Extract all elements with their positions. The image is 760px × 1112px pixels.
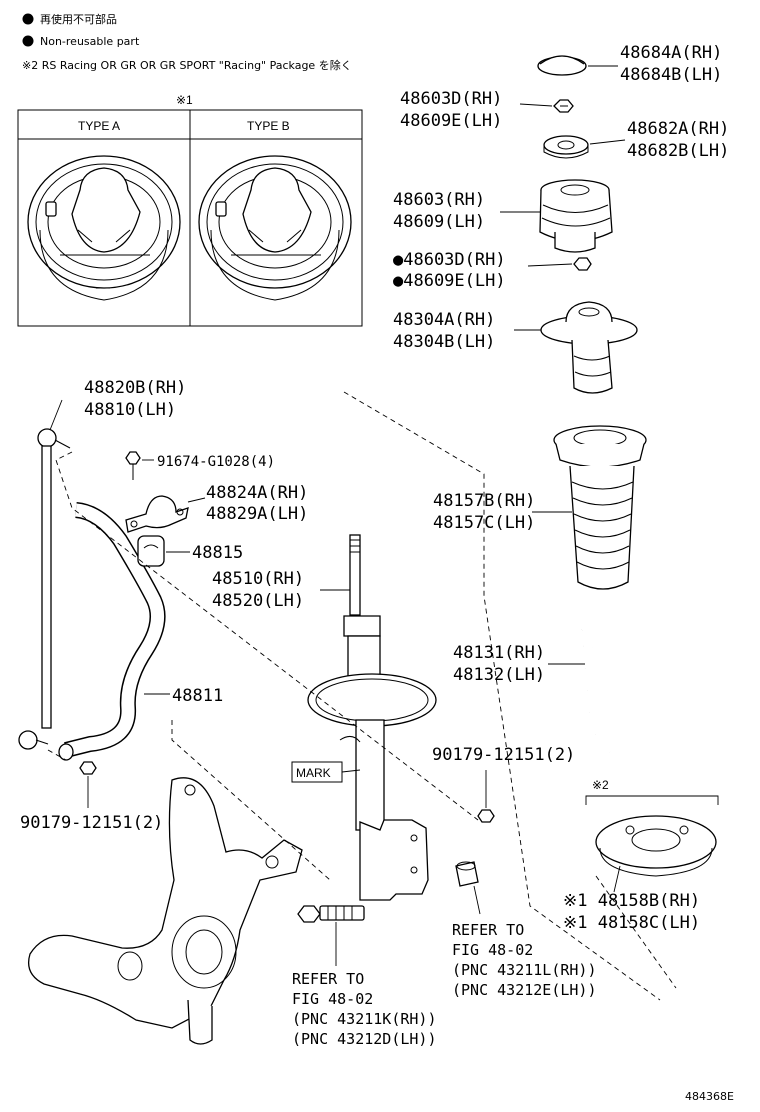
- label-48682-rh: 48682A(RH): [627, 119, 729, 139]
- label-48609-lh: 48609(LH): [393, 212, 485, 232]
- steering-knuckle-drawing: [27, 777, 303, 1045]
- label-48304a-rh: 48304A(RH): [393, 310, 495, 330]
- type-b-header: TYPE B: [247, 119, 290, 133]
- assembly-guide-lines: [47, 391, 677, 1001]
- stabilizer-bracket-drawing: [125, 495, 189, 533]
- non-reusable-bullet-icon: [22, 13, 34, 25]
- legend-note-2: ※2 RS Racing OR GR OR GR SPORT "Racing" …: [22, 58, 352, 72]
- label-90179-right: 90179-12151(2): [432, 745, 575, 765]
- note-mark-2: ※2: [592, 778, 609, 792]
- label-48682-lh: 48682B(LH): [627, 141, 729, 161]
- label-48824a-rh: 48824A(RH): [206, 483, 308, 503]
- washer-drawing: [543, 135, 589, 159]
- figure-id: 484368E: [685, 1090, 734, 1103]
- mark-label: MARK: [296, 766, 331, 780]
- label-48810-lh-text: 48810(LH): [84, 400, 176, 420]
- link-nut-left-drawing: [79, 761, 97, 775]
- label-48132-lh-text: 48132(LH): [453, 665, 545, 685]
- non-reusable-bullet-icon: [22, 35, 34, 47]
- label-48820b-rh: 48820B(RH): [84, 378, 186, 398]
- type-a-mount-drawing: [27, 155, 181, 301]
- ref-right-line-4: (PNC 43212E(LH)): [452, 981, 597, 999]
- lower-insulator-drawing: [595, 815, 717, 877]
- type-table: [17, 109, 363, 327]
- label-48304b-lh: 48304B(LH): [393, 332, 495, 352]
- label-48520-lh: 48520(LH): [212, 591, 304, 611]
- dust-boot-drawing: [553, 425, 647, 590]
- label-48158c-lh: ※1 48158C(LH): [563, 913, 700, 933]
- label-91674: 91674-G1028(4): [157, 454, 275, 470]
- legend-non-reusable-en: Non-reusable part: [40, 35, 140, 48]
- ref-left-line-3: (PNC 43211K(RH)): [292, 1010, 437, 1028]
- ref-right-line-2: FIG 48-02: [452, 941, 533, 959]
- label-48510-rh: 48510(RH): [212, 569, 304, 589]
- label-48815: 48815: [192, 543, 243, 563]
- label-48609e-lh: 48609E(LH): [400, 111, 502, 131]
- bracket-bolt-drawing: [125, 451, 141, 480]
- ref-right-line-1: REFER TO: [452, 921, 524, 939]
- coil-spring-drawing: [581, 619, 689, 754]
- stabilizer-bushing-drawing: [137, 535, 165, 567]
- legend-non-reusable-ja: 再使用不可部品: [40, 12, 117, 26]
- stabilizer-bar-drawing: [58, 502, 166, 761]
- lower-nut-drawing: [573, 257, 592, 271]
- label-48829a-lh: 48829A(LH): [206, 504, 308, 524]
- label-48609e-nr-lh: ●48609E(LH): [393, 271, 506, 291]
- ref-left-line-2: FIG 48-02: [292, 990, 373, 1008]
- shock-absorber-drawing: [307, 534, 437, 901]
- upper-nut-drawing: [553, 99, 574, 113]
- label-48684-rh: 48684A(RH): [620, 43, 722, 63]
- type-b-mount-drawing: [198, 155, 352, 301]
- spring-seat-upper-drawing: [540, 301, 638, 394]
- knuckle-nut-drawing: [455, 861, 479, 887]
- label-48603d-rh: 48603D(RH): [400, 89, 502, 109]
- label-48158b-rh: ※1 48158B(RH): [563, 891, 700, 911]
- ref-right-line-3: (PNC 43211L(RH)): [452, 961, 597, 979]
- strut-mount-drawing: [539, 179, 613, 253]
- label-48811: 48811: [172, 686, 223, 706]
- ref-left-line-4: (PNC 43212D(LH)): [292, 1030, 437, 1048]
- ref-left-line-1: REFER TO: [292, 970, 364, 988]
- knuckle-bolt-drawing: [297, 905, 365, 923]
- type-table-note-mark: ※1: [176, 93, 193, 107]
- label-48603d-nr-rh: ●48603D(RH): [393, 250, 506, 270]
- label-90179-left: 90179-12151(2): [20, 813, 163, 833]
- type-a-header: TYPE A: [78, 119, 120, 133]
- label-48684-lh: 48684B(LH): [620, 65, 722, 85]
- label-48131-rh: 48131(RH): [453, 643, 545, 663]
- stabilizer-link-drawing: [18, 428, 71, 750]
- label-48603-rh: 48603(RH): [393, 190, 485, 210]
- link-nut-right-drawing: [477, 809, 495, 823]
- dust-cap-drawing: [537, 55, 587, 76]
